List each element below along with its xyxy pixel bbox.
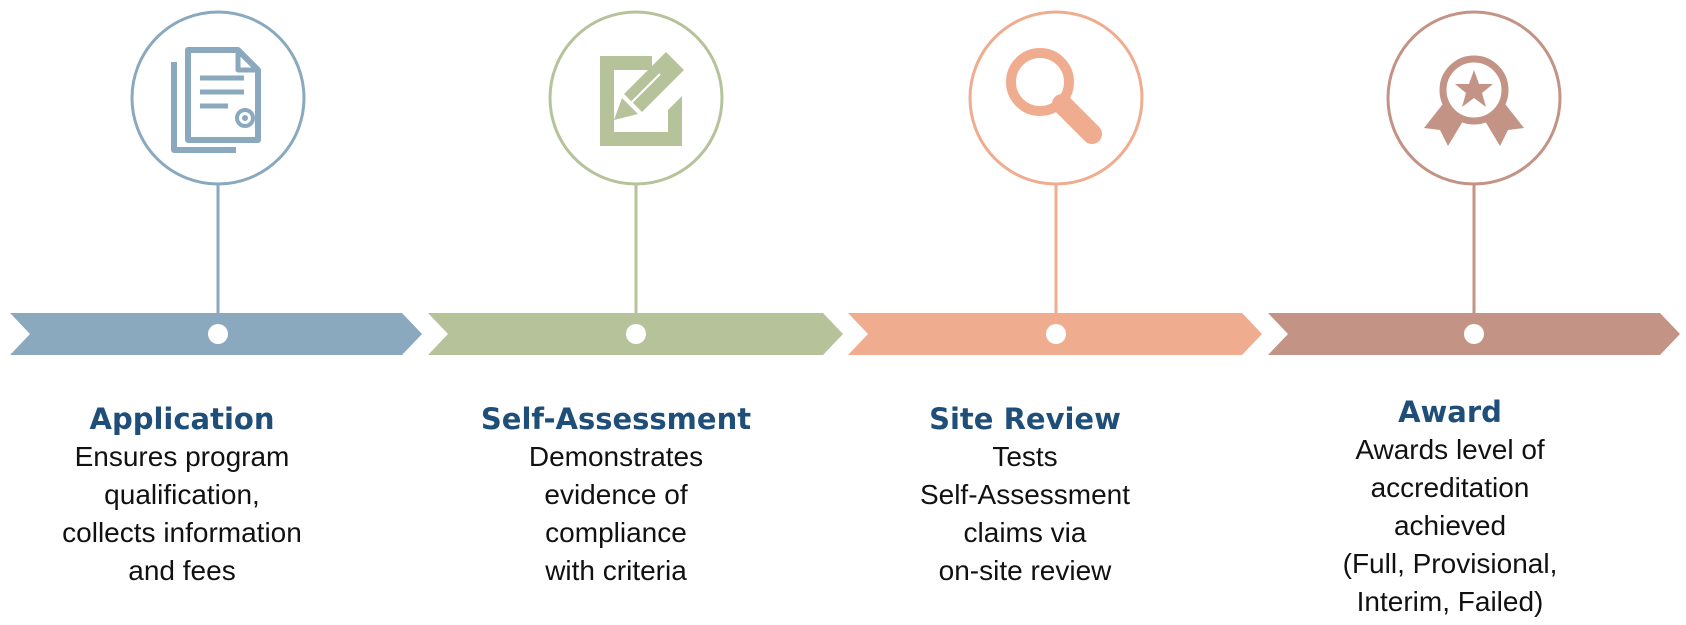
step-title: Self-Assessment (480, 402, 752, 436)
step-site-review (848, 10, 1262, 355)
step-description-line: (Full, Provisional, (1342, 548, 1558, 579)
step-description-line: Self-Assessment (919, 479, 1131, 510)
step-description-line: collects information (62, 517, 302, 548)
node-dot-site-review (1046, 324, 1066, 344)
step-description-line: compliance (545, 517, 687, 548)
step-title: Award (1398, 395, 1502, 429)
step-text-site-review: Site Review Tests Self-Assessment claims… (855, 402, 1195, 590)
edit-icon (600, 52, 684, 146)
step-description-line: achieved (1393, 510, 1507, 541)
step-description-line: with criteria (545, 555, 687, 586)
node-dot-self-assessment (626, 324, 646, 344)
step-description-line: qualification, (104, 479, 260, 510)
step-description-line: accreditation (1370, 472, 1530, 503)
step-award (1268, 10, 1680, 355)
step-description-line: on-site review (938, 555, 1112, 586)
step-description-line: Ensures program (74, 441, 290, 472)
node-dot-application (208, 324, 228, 344)
step-description-line: Interim, Failed) (1356, 586, 1544, 617)
step-text-award: Award Awards level of accreditation achi… (1280, 395, 1620, 621)
step-self-assessment (428, 10, 843, 355)
step-description-line: claims via (963, 517, 1087, 548)
award-ribbon-icon (1424, 55, 1524, 146)
document-icon (171, 47, 261, 153)
node-dot-award (1464, 324, 1484, 344)
step-description-line: Awards level of (1355, 434, 1545, 465)
step-description-line: Demonstrates (528, 441, 704, 472)
step-text-self-assessment: Self-Assessment Demonstrates evidence of… (446, 402, 786, 590)
step-description-line: Tests (992, 441, 1058, 472)
step-title: Site Review (929, 402, 1121, 436)
step-description-line: and fees (128, 555, 236, 586)
magnifier-icon (1006, 48, 1102, 144)
step-application (10, 10, 422, 355)
step-text-application: Application Ensures program qualificatio… (12, 402, 352, 590)
step-title: Application (89, 402, 275, 436)
step-description-line: evidence of (544, 479, 688, 510)
